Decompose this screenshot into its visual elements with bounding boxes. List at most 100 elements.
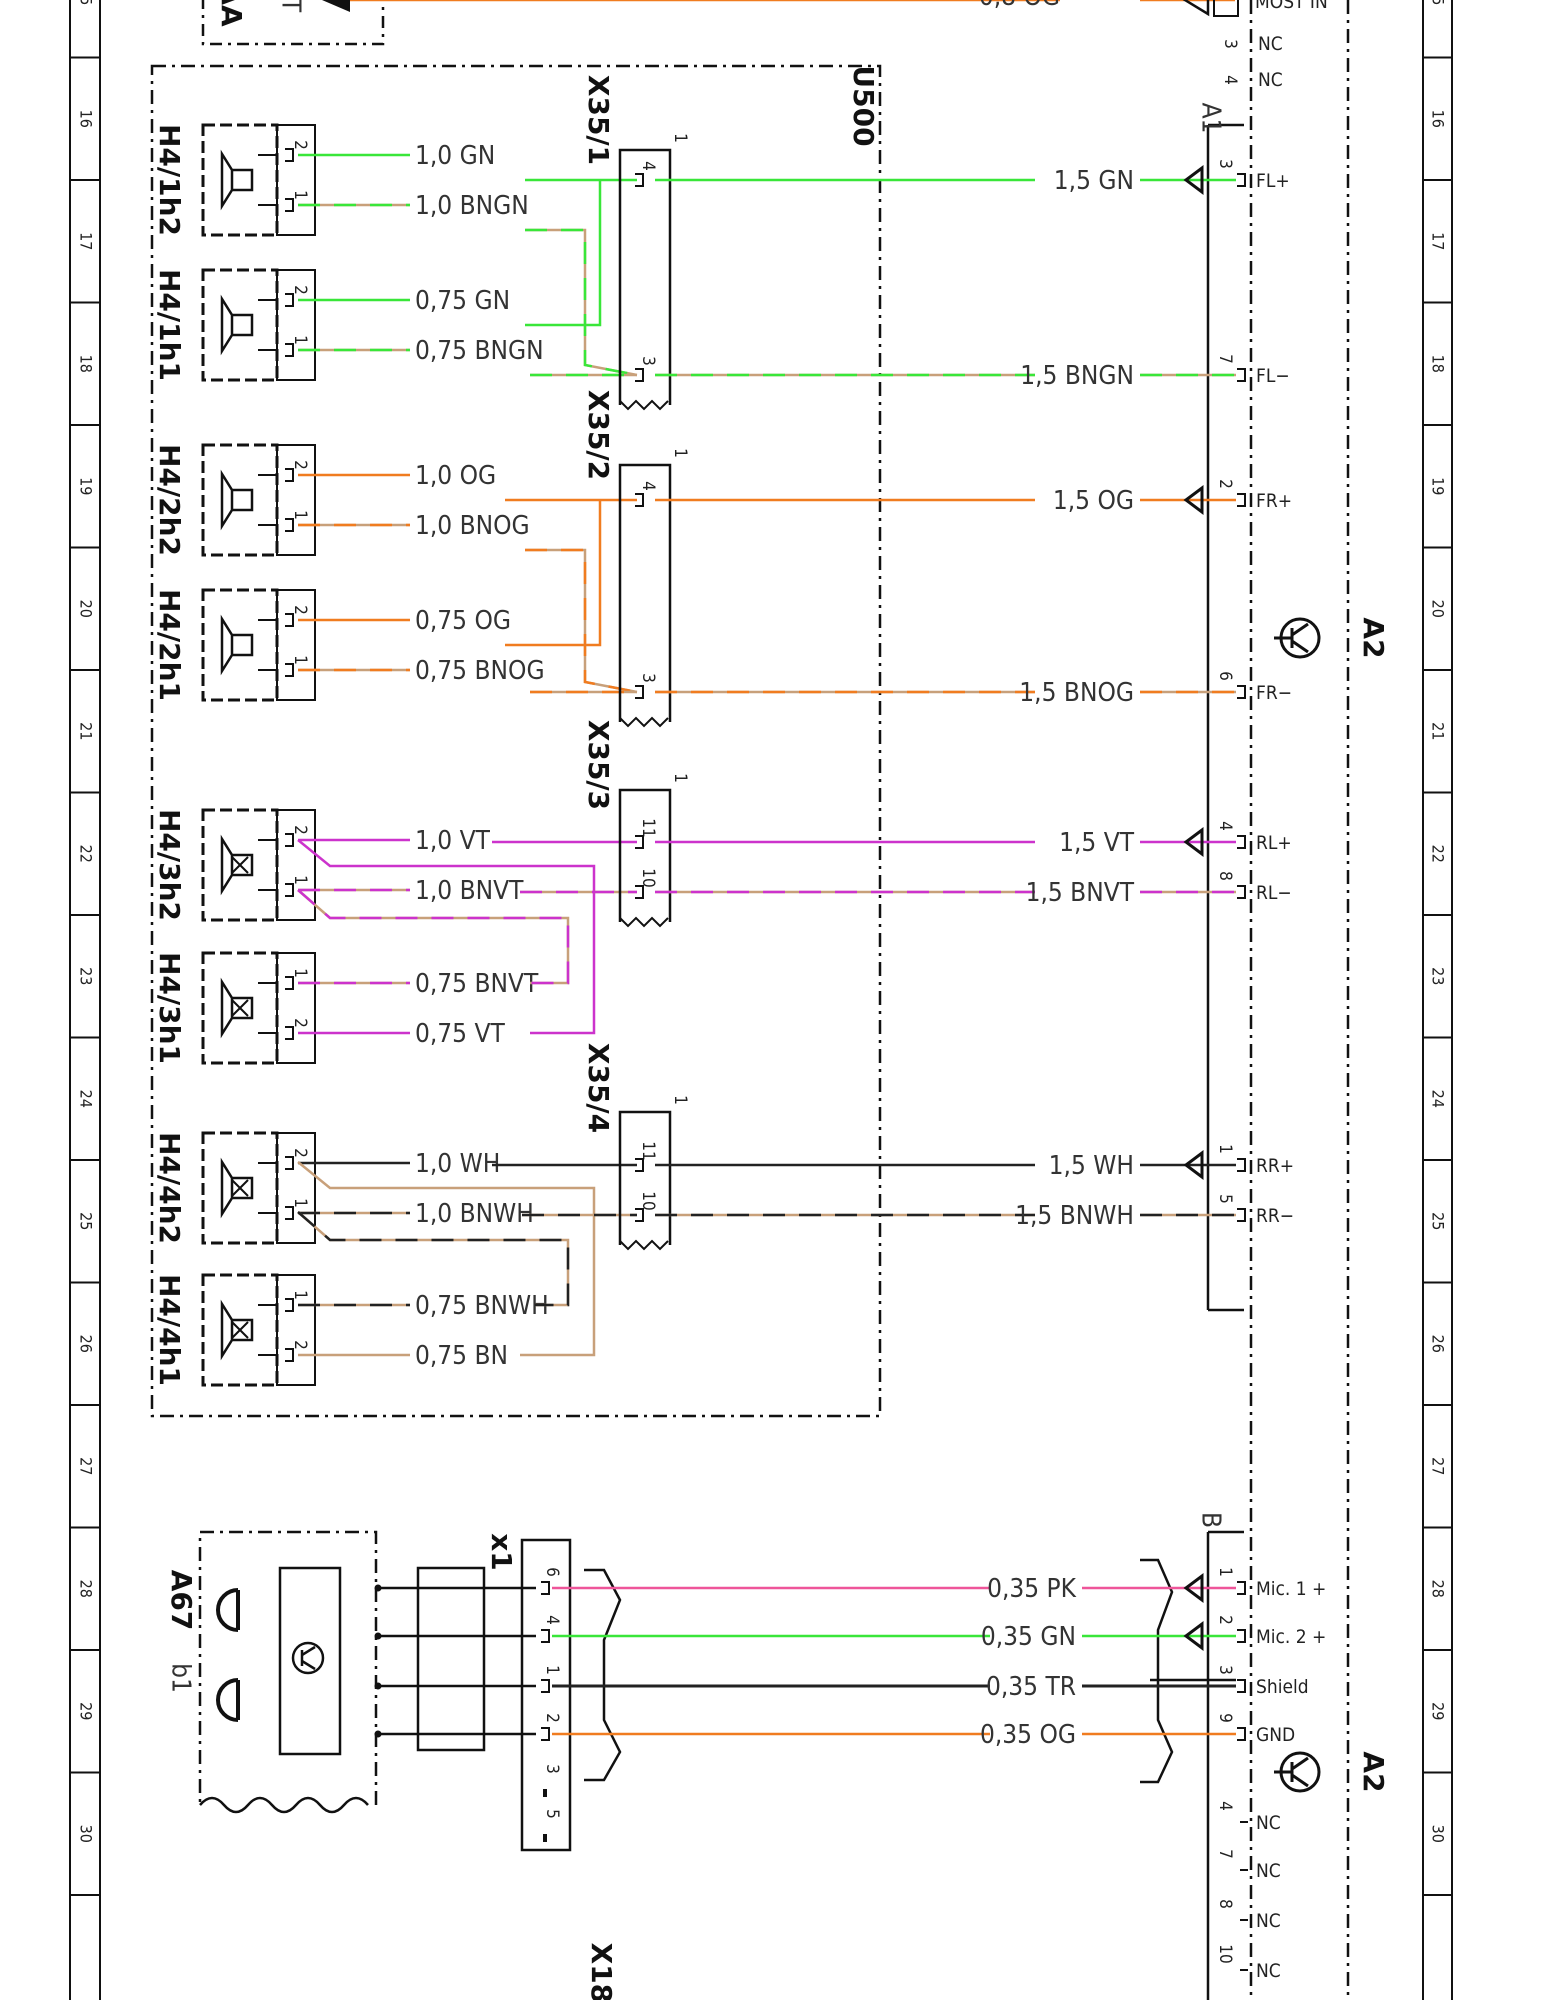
pin-terminal	[1237, 1208, 1246, 1222]
pin-terminal	[285, 976, 294, 990]
a2-wire-label: 1,5 BNWH	[1015, 1201, 1134, 1231]
pin-terminal	[285, 293, 294, 307]
pin-number: 1	[290, 1198, 310, 1208]
speaker-wire-label: 0,75 GN	[415, 286, 510, 316]
pin-terminal	[635, 835, 644, 849]
grid-row-label-right: 15	[1429, 0, 1448, 5]
pin-number: 8	[1215, 1899, 1235, 1909]
speaker-wire-label: 1,0 GN	[415, 141, 495, 171]
pin-terminal	[285, 613, 294, 627]
pin-terminal	[541, 1629, 550, 1643]
pin-number: 2	[290, 285, 310, 295]
speaker-pin-block	[276, 589, 316, 701]
pin-signal-label: Shield	[1256, 1676, 1309, 1698]
a2-wire-label: 1,5 OG	[1053, 486, 1134, 516]
pin-number: 4	[638, 481, 658, 491]
pin-signal-label: NC	[1256, 1960, 1281, 1982]
pin-terminal	[1237, 685, 1246, 699]
junction-dot	[374, 1584, 382, 1592]
grid-row-label-right: 25	[1429, 1212, 1448, 1230]
speaker-wire-label: 1,0 BNVT	[415, 876, 524, 906]
microphone-icon	[216, 1588, 240, 1632]
speaker-wire-label: 1,0 OG	[415, 461, 496, 491]
pin-number: 6	[542, 1567, 562, 1577]
pin-number: 1	[290, 655, 310, 665]
pin-signal-label: NC	[1256, 1860, 1281, 1882]
connector-ref-label: X35/2	[582, 390, 615, 480]
speaker-wire-label: 1,0 VT	[415, 826, 491, 856]
connector-pin-1-marker: 1	[670, 773, 690, 783]
speaker-wire-label: 0,75 VT	[415, 1019, 505, 1049]
pin-number: 2	[1215, 1615, 1235, 1625]
pin-terminal	[541, 1727, 550, 1741]
pin-terminal	[285, 518, 294, 532]
pin-signal-label: Mic. 2 +	[1256, 1626, 1326, 1648]
speaker-icon	[220, 469, 254, 531]
pin-terminal	[1237, 1158, 1246, 1172]
mic-cable-shield	[416, 1566, 486, 1752]
mic-wire-label: 0,35 PK	[987, 1574, 1077, 1604]
pin-number: 4	[1215, 1801, 1235, 1811]
pin-signal-label: NC	[1256, 1812, 1281, 1834]
wire-arrow-head	[322, 0, 350, 12]
grid-row-label-left: 27	[77, 1457, 96, 1475]
amplifier-symbol-icon	[1274, 617, 1321, 659]
grid-row-label-left: 18	[77, 355, 96, 373]
grid-row-label-left: 19	[77, 477, 96, 495]
pin-signal-label: Mic. 1 +	[1256, 1578, 1326, 1600]
pin-number: 7	[1215, 354, 1235, 364]
a2-wire-label: 1,5 BNGN	[1020, 361, 1134, 391]
speaker-pin-block	[276, 952, 316, 1064]
pin-number: 7	[1215, 1849, 1235, 1859]
connector-break	[619, 399, 669, 411]
pin-signal-label: NC	[1256, 1910, 1281, 1932]
speaker-wire-label: 1,0 BNWH	[415, 1199, 534, 1229]
pin-number: 4	[542, 1615, 562, 1625]
connector-pin-1-marker: 1	[670, 1095, 690, 1105]
pin-terminal	[285, 1298, 294, 1312]
wire-arrow-head	[1183, 1573, 1204, 1603]
grid-row-label-left: 25	[77, 1212, 96, 1230]
pin-terminal	[635, 493, 644, 507]
pin-number: 4	[1215, 821, 1235, 831]
x18-connector-label: X18/	[585, 1943, 618, 2000]
grid-row-label-left: 15	[77, 0, 96, 5]
pin-signal-label: RL−	[1256, 882, 1292, 904]
pin-signal-label: RR−	[1256, 1205, 1294, 1227]
mic-wire-label: 0,35 OG	[980, 1720, 1076, 1750]
pin-terminal	[635, 1208, 644, 1222]
speaker-boundary	[201, 588, 279, 702]
grid-row-label-left: 20	[77, 600, 96, 618]
pin-terminal	[1237, 1581, 1246, 1595]
pin-number: 2	[290, 1340, 310, 1350]
grid-row-label-left: 22	[77, 845, 96, 863]
block-b-label: B	[1196, 1512, 1226, 1528]
pin-number: 5	[1215, 1194, 1235, 1204]
grid-ticks	[70, 56, 1452, 1896]
pin-number: 3	[542, 1764, 562, 1774]
speaker-pin-block	[276, 444, 316, 556]
cable-break	[584, 1568, 622, 1782]
partial-letter: T	[276, 0, 306, 13]
pin-number: 2	[290, 140, 310, 150]
microphone-icon	[216, 1678, 240, 1722]
grid-row-label-left: 21	[77, 722, 96, 740]
module-u500-label: U500	[847, 65, 880, 146]
grid-labels: 1515161617171818191920202121222223232424…	[77, 0, 1448, 1843]
pin-number: 3	[638, 356, 658, 366]
pin-number: 4	[638, 161, 658, 171]
top-wire-label: 0,8 OG	[979, 0, 1060, 12]
speaker-wire-label: 0,75 BNOG	[415, 656, 545, 686]
speaker-pin-block	[276, 809, 316, 921]
speaker-boundary	[201, 123, 279, 237]
